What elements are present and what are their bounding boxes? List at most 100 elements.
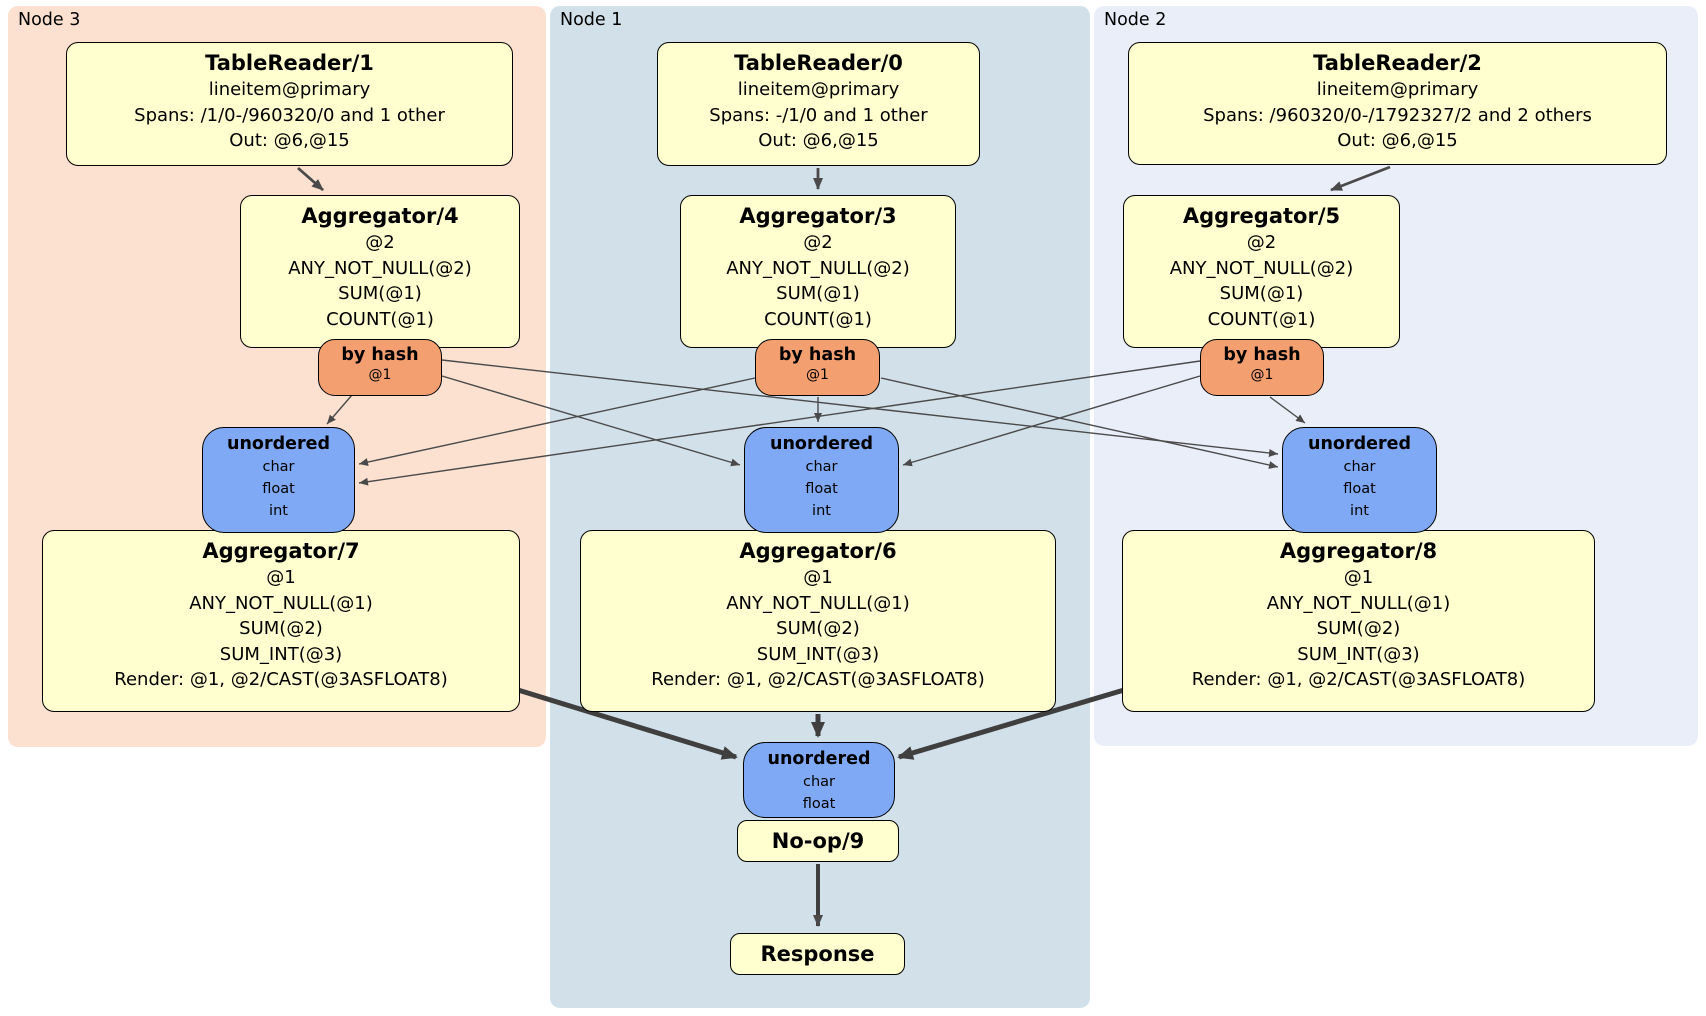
aggregator-7-node: Aggregator/7 @1 ANY_NOT_NULL(@1) SUM(@2)… xyxy=(42,530,520,712)
aggregator-8-node: Aggregator/8 @1 ANY_NOT_NULL(@1) SUM(@2)… xyxy=(1122,530,1595,712)
unordered-sync-node2-col1: char xyxy=(1343,459,1376,475)
edge-aggregator8-finalsync xyxy=(897,687,1125,760)
unordered-sync-node3-col1: char xyxy=(262,459,295,475)
aggregator-8-title: Aggregator/8 xyxy=(1279,539,1438,563)
aggregator-4-title: Aggregator/4 xyxy=(301,204,459,228)
edge-router1-sync3 xyxy=(358,377,756,466)
tablereader-2-spans: Spans: /960320/0-/1792327/2 and 2 others xyxy=(1203,104,1592,126)
hash-router-node2: by hash @1 xyxy=(1200,339,1324,396)
response-title: Response xyxy=(760,942,875,966)
aggregator-3-title: Aggregator/3 xyxy=(739,204,897,228)
edge-router1-sync2 xyxy=(880,377,1279,469)
aggregator-8-fn3: SUM_INT(@3) xyxy=(1297,643,1420,665)
edge-router3-sync3 xyxy=(326,394,353,425)
tablereader-1-node: TableReader/1 lineitem@primary Spans: /1… xyxy=(66,42,513,166)
tablereader-2-title: TableReader/2 xyxy=(1313,51,1482,75)
tablereader-1-title: TableReader/1 xyxy=(205,51,374,75)
aggregator-4-node: Aggregator/4 @2 ANY_NOT_NULL(@2) SUM(@1)… xyxy=(240,195,520,348)
aggregator-4-group: @2 xyxy=(365,232,395,253)
hash-router-node1-key: @1 xyxy=(806,367,829,383)
unordered-sync-node1-col1: char xyxy=(805,459,838,475)
response-node: Response xyxy=(730,933,905,975)
aggregator-7-fn1: ANY_NOT_NULL(@1) xyxy=(189,592,373,614)
aggregator-6-fn1: ANY_NOT_NULL(@1) xyxy=(726,592,910,614)
aggregator-4-fn3: COUNT(@1) xyxy=(326,308,434,330)
aggregator-5-fn1: ANY_NOT_NULL(@2) xyxy=(1169,257,1354,279)
unordered-sync-node2-col3: int xyxy=(1350,503,1369,519)
hash-router-node1-title: by hash xyxy=(778,345,857,365)
edge-router3-sync2 xyxy=(441,359,1279,457)
unordered-sync-node2-col2: float xyxy=(1343,481,1376,497)
node3-panel-label: Node 3 xyxy=(18,10,81,30)
edge-router2-sync2 xyxy=(1269,396,1306,424)
tablereader-2-out: Out: @6,@15 xyxy=(1337,130,1458,151)
aggregator-3-fn2: SUM(@1) xyxy=(776,283,860,304)
tablereader-1-out: Out: @6,@15 xyxy=(229,130,350,151)
edge-tablereader2-aggregator5 xyxy=(1330,165,1391,192)
aggregator-4-fn2: SUM(@1) xyxy=(338,283,422,304)
unordered-sync-final: unordered char float xyxy=(743,742,895,818)
node1-panel-label: Node 1 xyxy=(560,10,623,30)
tablereader-1-index: lineitem@primary xyxy=(208,79,371,100)
edge-router2-sync1 xyxy=(902,375,1201,467)
aggregator-3-group: @2 xyxy=(803,232,833,253)
hash-router-node1: by hash @1 xyxy=(755,339,880,396)
aggregator-5-title: Aggregator/5 xyxy=(1182,204,1341,228)
aggregator-7-render: Render: @1, @2/CAST(@3ASFLOAT8) xyxy=(114,669,448,690)
unordered-sync-final-col1: char xyxy=(802,774,835,790)
aggregator-8-fn1: ANY_NOT_NULL(@1) xyxy=(1266,592,1451,614)
aggregator-4-fn1: ANY_NOT_NULL(@2) xyxy=(288,257,472,279)
unordered-sync-node3: unordered char float int xyxy=(202,427,355,533)
tablereader-2-node: TableReader/2 lineitem@primary Spans: /9… xyxy=(1128,42,1667,165)
aggregator-7-fn3: SUM_INT(@3) xyxy=(219,643,343,665)
unordered-sync-final-title: unordered xyxy=(767,749,871,769)
unordered-sync-node3-title: unordered xyxy=(227,434,330,454)
tablereader-0-title: TableReader/0 xyxy=(734,51,903,75)
unordered-sync-node3-col2: float xyxy=(262,481,295,497)
unordered-sync-node2: unordered char float int xyxy=(1282,427,1437,533)
aggregator-7-group: @1 xyxy=(266,567,296,588)
aggregator-6-fn3: SUM_INT(@3) xyxy=(756,643,880,665)
aggregator-8-fn2: SUM(@2) xyxy=(1316,618,1401,639)
unordered-sync-node1-col3: int xyxy=(812,503,831,519)
edge-router3-sync1 xyxy=(441,375,741,467)
aggregator-3-node: Aggregator/3 @2 ANY_NOT_NULL(@2) SUM(@1)… xyxy=(680,195,956,348)
aggregator-5-node: Aggregator/5 @2 ANY_NOT_NULL(@2) SUM(@1)… xyxy=(1123,195,1400,348)
aggregator-6-render: Render: @1, @2/CAST(@3ASFLOAT8) xyxy=(651,669,985,690)
aggregator-3-fn3: COUNT(@1) xyxy=(764,308,872,330)
aggregator-8-render: Render: @1, @2/CAST(@3ASFLOAT8) xyxy=(1191,669,1526,690)
edge-tablereader1-aggregator4 xyxy=(297,166,324,192)
edge-router2-sync3 xyxy=(358,360,1201,486)
aggregator-6-fn2: SUM(@2) xyxy=(776,618,860,639)
aggregator-6-group: @1 xyxy=(803,567,833,588)
unordered-sync-final-col2: float xyxy=(802,796,836,812)
node2-panel-label: Node 2 xyxy=(1104,10,1167,30)
unordered-sync-node1-col2: float xyxy=(805,481,838,497)
noop-9-title: No-op/9 xyxy=(771,829,865,853)
aggregator-7-fn2: SUM(@2) xyxy=(239,618,323,639)
unordered-sync-node3-col3: int xyxy=(269,503,288,519)
aggregator-3-fn1: ANY_NOT_NULL(@2) xyxy=(726,257,910,279)
noop-9-node: No-op/9 xyxy=(737,820,899,862)
tablereader-0-node: TableReader/0 lineitem@primary Spans: -/… xyxy=(657,42,980,166)
aggregator-6-title: Aggregator/6 xyxy=(739,539,897,563)
tablereader-0-spans: Spans: -/1/0 and 1 other xyxy=(709,104,928,126)
tablereader-2-index: lineitem@primary xyxy=(1316,79,1479,100)
tablereader-1-spans: Spans: /1/0-/960320/0 and 1 other xyxy=(134,104,445,126)
tablereader-0-out: Out: @6,@15 xyxy=(758,130,879,151)
hash-router-node2-key: @1 xyxy=(1250,367,1274,383)
hash-router-node2-title: by hash xyxy=(1223,345,1301,365)
aggregator-6-node: Aggregator/6 @1 ANY_NOT_NULL(@1) SUM(@2)… xyxy=(580,530,1056,712)
aggregator-7-title: Aggregator/7 xyxy=(202,539,360,563)
hash-router-node3-title: by hash xyxy=(341,345,419,365)
unordered-sync-node1-title: unordered xyxy=(770,434,873,454)
hash-router-node3-key: @1 xyxy=(368,367,392,383)
edge-aggregator7-finalsync xyxy=(517,687,738,760)
unordered-sync-node1: unordered char float int xyxy=(744,427,899,533)
aggregator-5-fn2: SUM(@1) xyxy=(1219,283,1304,304)
aggregator-5-group: @2 xyxy=(1246,232,1277,253)
hash-router-node3: by hash @1 xyxy=(318,339,442,396)
aggregator-8-group: @1 xyxy=(1343,567,1374,588)
